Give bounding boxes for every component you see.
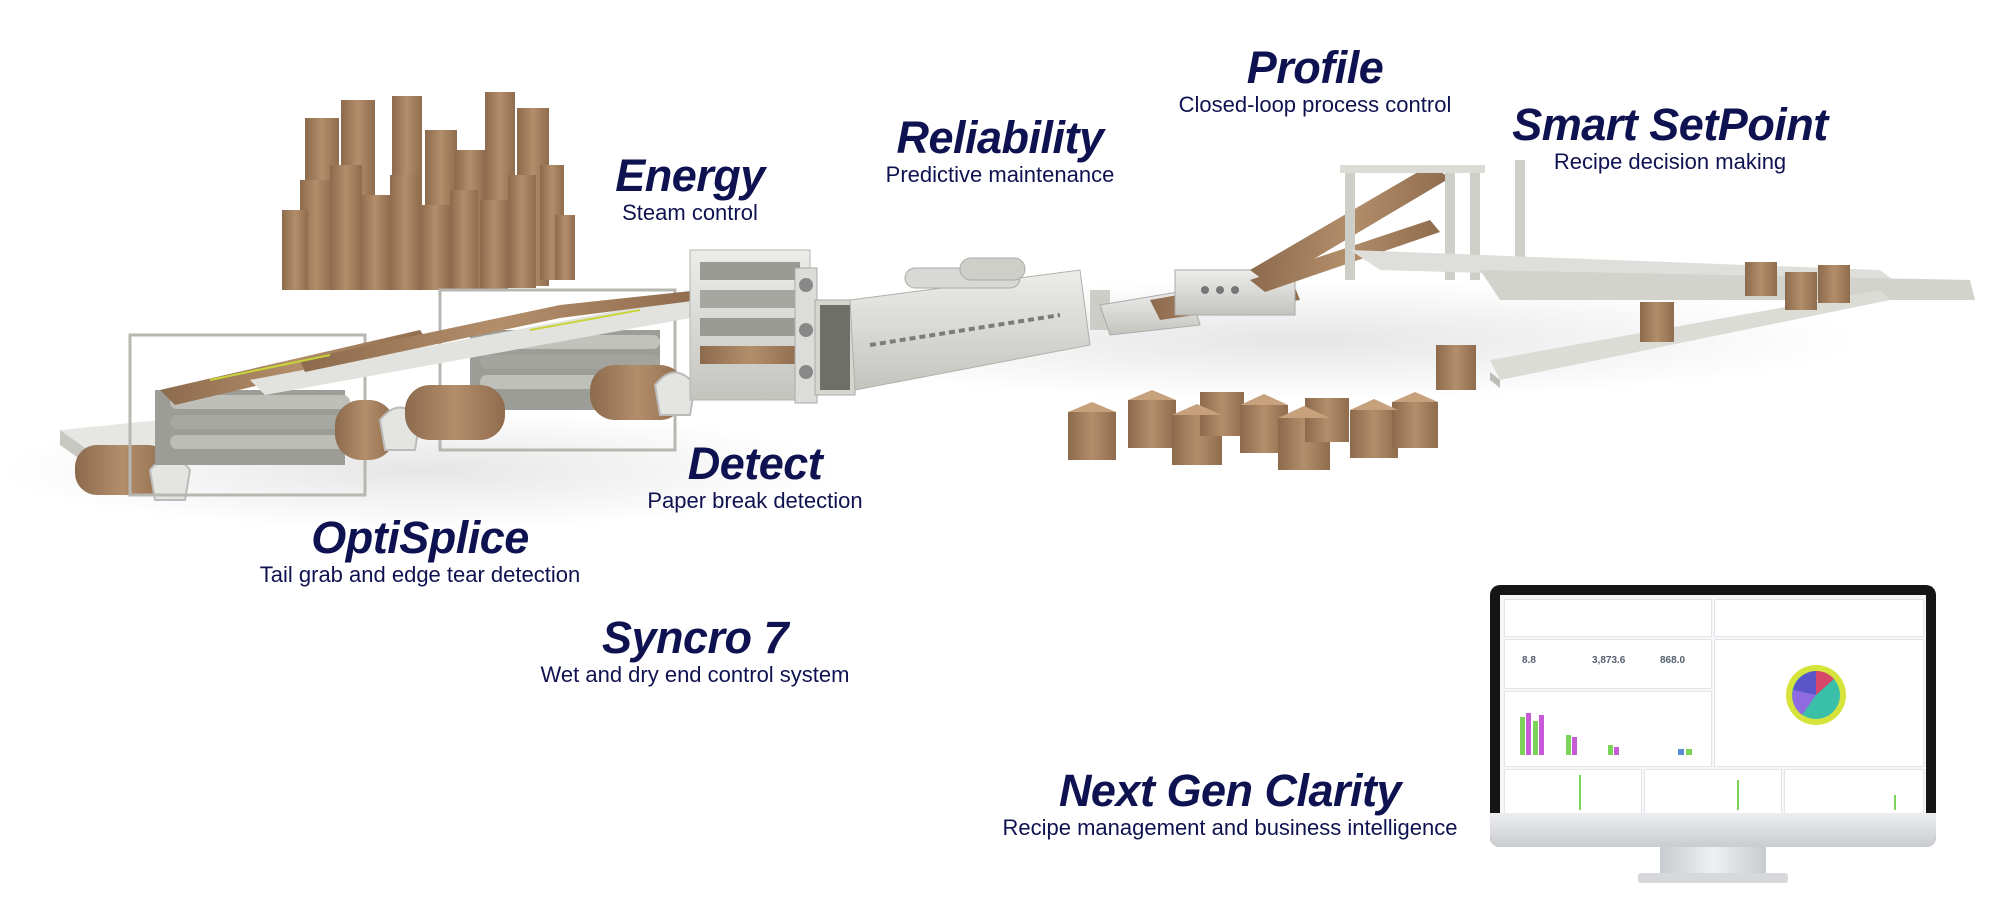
label-energy: Energy Steam control [580,152,800,226]
energy-subtitle: Steam control [622,200,758,225]
dashboard-kpi-1: 8.8 [1522,655,1536,666]
label-smart-setpoint: Smart SetPoint Recipe decision making [1500,101,1840,175]
profile-title: Profile [1246,42,1384,93]
reliability-title: Reliability [896,112,1104,163]
wet-end-machinery [60,280,790,501]
label-next-gen-clarity: Next Gen Clarity Recipe management and b… [990,767,1470,841]
syncro-subtitle: Wet and dry end control system [540,662,850,687]
detect-title: Detect [687,438,823,489]
profile-subtitle: Closed-loop process control [1178,92,1452,117]
smart-setpoint-subtitle: Recipe decision making [1553,149,1787,174]
energy-title: Energy [615,150,765,201]
monitor-base [1638,873,1788,883]
label-syncro: Syncro 7 Wet and dry end control system [520,614,870,688]
dashboard-mini-charts [1520,665,1896,810]
label-detect: Detect Paper break detection [630,440,880,514]
folded-boxes-pile [1068,390,1438,470]
monitor-stand [1660,847,1766,877]
label-reliability: Reliability Predictive maintenance [860,114,1140,188]
optisplice-subtitle: Tail grab and edge tear detection [259,562,581,587]
dashboard-display: 8.8 3,873.6 868.0 [1500,595,1926,815]
dashboard-kpi-3: 868.0 [1660,655,1686,666]
double-backer-section [689,249,1110,404]
label-profile: Profile Closed-loop process control [1160,44,1470,118]
detect-subtitle: Paper break detection [647,488,863,513]
paper-roll-stack [282,92,575,290]
monitor-chin [1490,813,1936,847]
dashboard-kpi-2: 3,873.6 [1592,655,1626,666]
smart-setpoint-title: Smart SetPoint [1512,99,1828,150]
next-gen-clarity-title: Next Gen Clarity [1058,765,1402,816]
reliability-subtitle: Predictive maintenance [885,162,1115,187]
monitor-screen: 8.8 3,873.6 868.0 [1490,585,1936,847]
dry-end-machinery [1099,160,1975,390]
next-gen-clarity-subtitle: Recipe management and business intellige… [1002,815,1458,840]
syncro-title: Syncro 7 [601,612,789,663]
label-optisplice: OptiSplice Tail grab and edge tear detec… [240,514,600,588]
dashboard-monitor: 8.8 3,873.6 868.0 [1490,585,1936,895]
optisplice-title: OptiSplice [311,512,529,563]
